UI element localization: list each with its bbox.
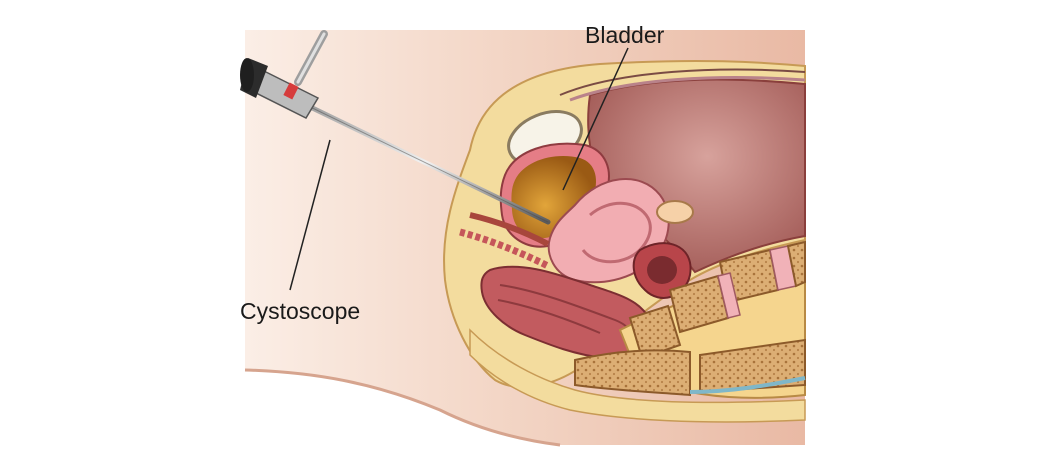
cystoscope-handle [240, 58, 320, 119]
light-cable [294, 30, 328, 86]
vertebra-4 [628, 304, 682, 360]
leader-lines [289, 47, 629, 291]
bowel [632, 242, 692, 299]
cystoscope [240, 30, 551, 225]
ovary [656, 200, 694, 224]
cystoscope-leader-line [289, 139, 331, 291]
spinal-cord [689, 376, 806, 394]
bladder-leader-line [562, 47, 629, 191]
bladder-label: Bladder [585, 22, 665, 48]
cystoscope-label: Cystoscope [240, 298, 361, 324]
spine [574, 240, 806, 399]
lower-fat [469, 328, 806, 423]
sacrum [574, 338, 806, 397]
intervertebral-disc-2 [717, 272, 741, 319]
urethra [459, 212, 550, 270]
abdominal-cavity [559, 68, 806, 274]
vertebra-2 [786, 240, 806, 288]
